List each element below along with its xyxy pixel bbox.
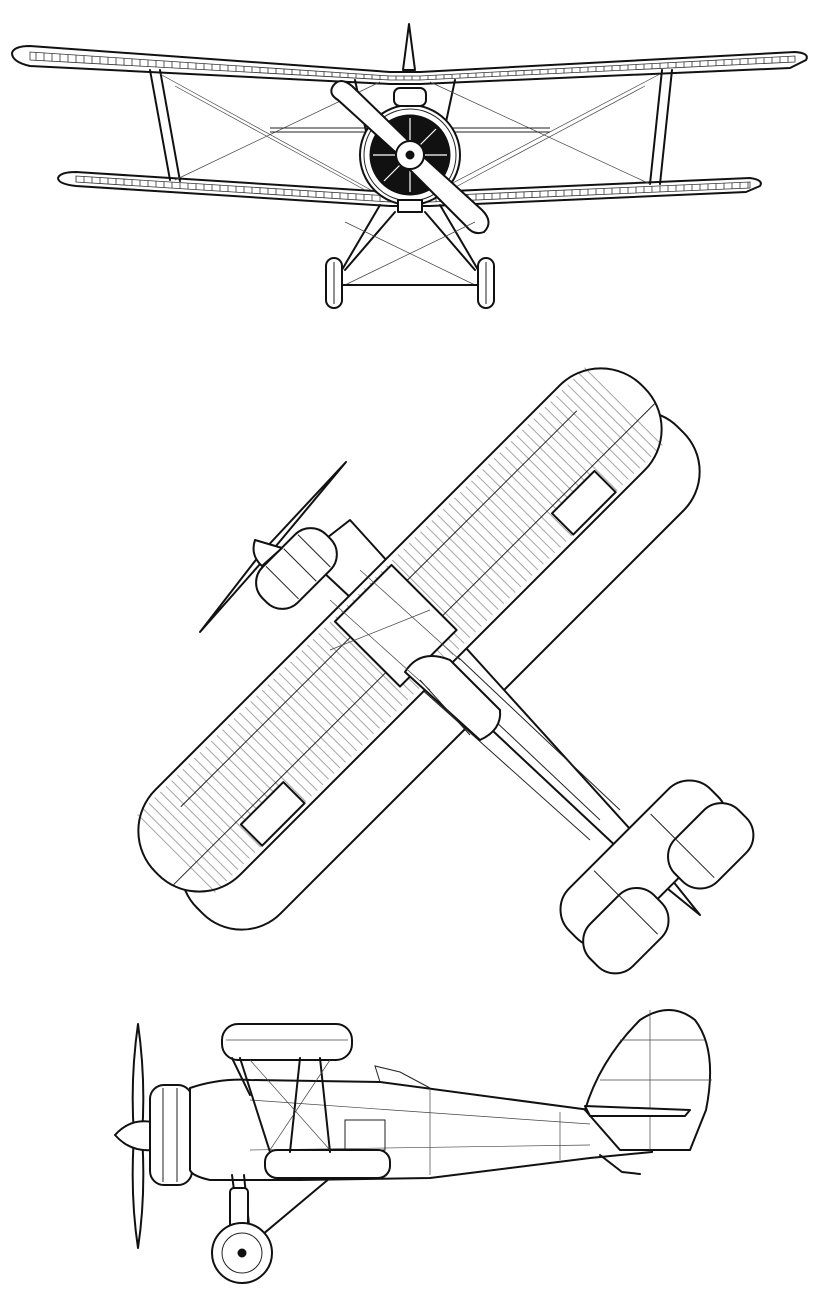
top-view [134, 364, 755, 975]
front-view [11, 23, 808, 309]
side-view [114, 1009, 712, 1284]
